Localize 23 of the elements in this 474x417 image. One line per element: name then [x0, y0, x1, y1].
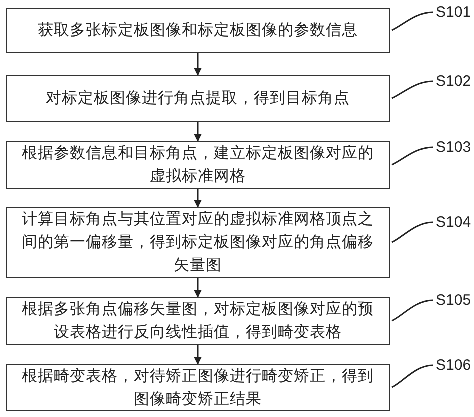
step-label: S105 [436, 292, 472, 309]
process-box: 根据多张角点偏移矢量图，对标定板图像对应的预设表格进行反向线性插值，得到畸变表格 [6, 297, 390, 345]
process-box: 根据参数信息和目标角点，建立标定板图像对应的虚拟标准网格 [6, 141, 390, 189]
process-box: 计算目标角点与其位置对应的虚拟标准网格顶点之间的第一偏移量，得到标定板图像对应的角点偏移矢量图 [6, 207, 390, 278]
arrow [194, 345, 202, 365]
leader-line [392, 80, 434, 100]
step-label: S104 [436, 214, 472, 231]
leader-line [392, 12, 434, 32]
arrow [194, 122, 202, 142]
leader-line [392, 300, 434, 322]
step-label: S106 [436, 357, 472, 374]
process-box: 对标定板图像进行角点提取，得到目标角点 [6, 75, 390, 122]
arrow [194, 278, 202, 298]
step-label: S101 [436, 4, 472, 21]
arrow [194, 189, 202, 208]
step-label: S103 [436, 139, 472, 156]
leader-line [392, 364, 434, 388]
step-label: S102 [436, 73, 472, 90]
leader-line [392, 146, 434, 166]
process-box: 获取多张标定板图像和标定板图像的参数信息 [6, 8, 390, 53]
process-box: 根据畸变表格，对待矫正图像进行畸变矫正，得到图像畸变矫正结果 [6, 364, 390, 411]
leader-line [392, 222, 434, 244]
arrow [194, 53, 202, 76]
